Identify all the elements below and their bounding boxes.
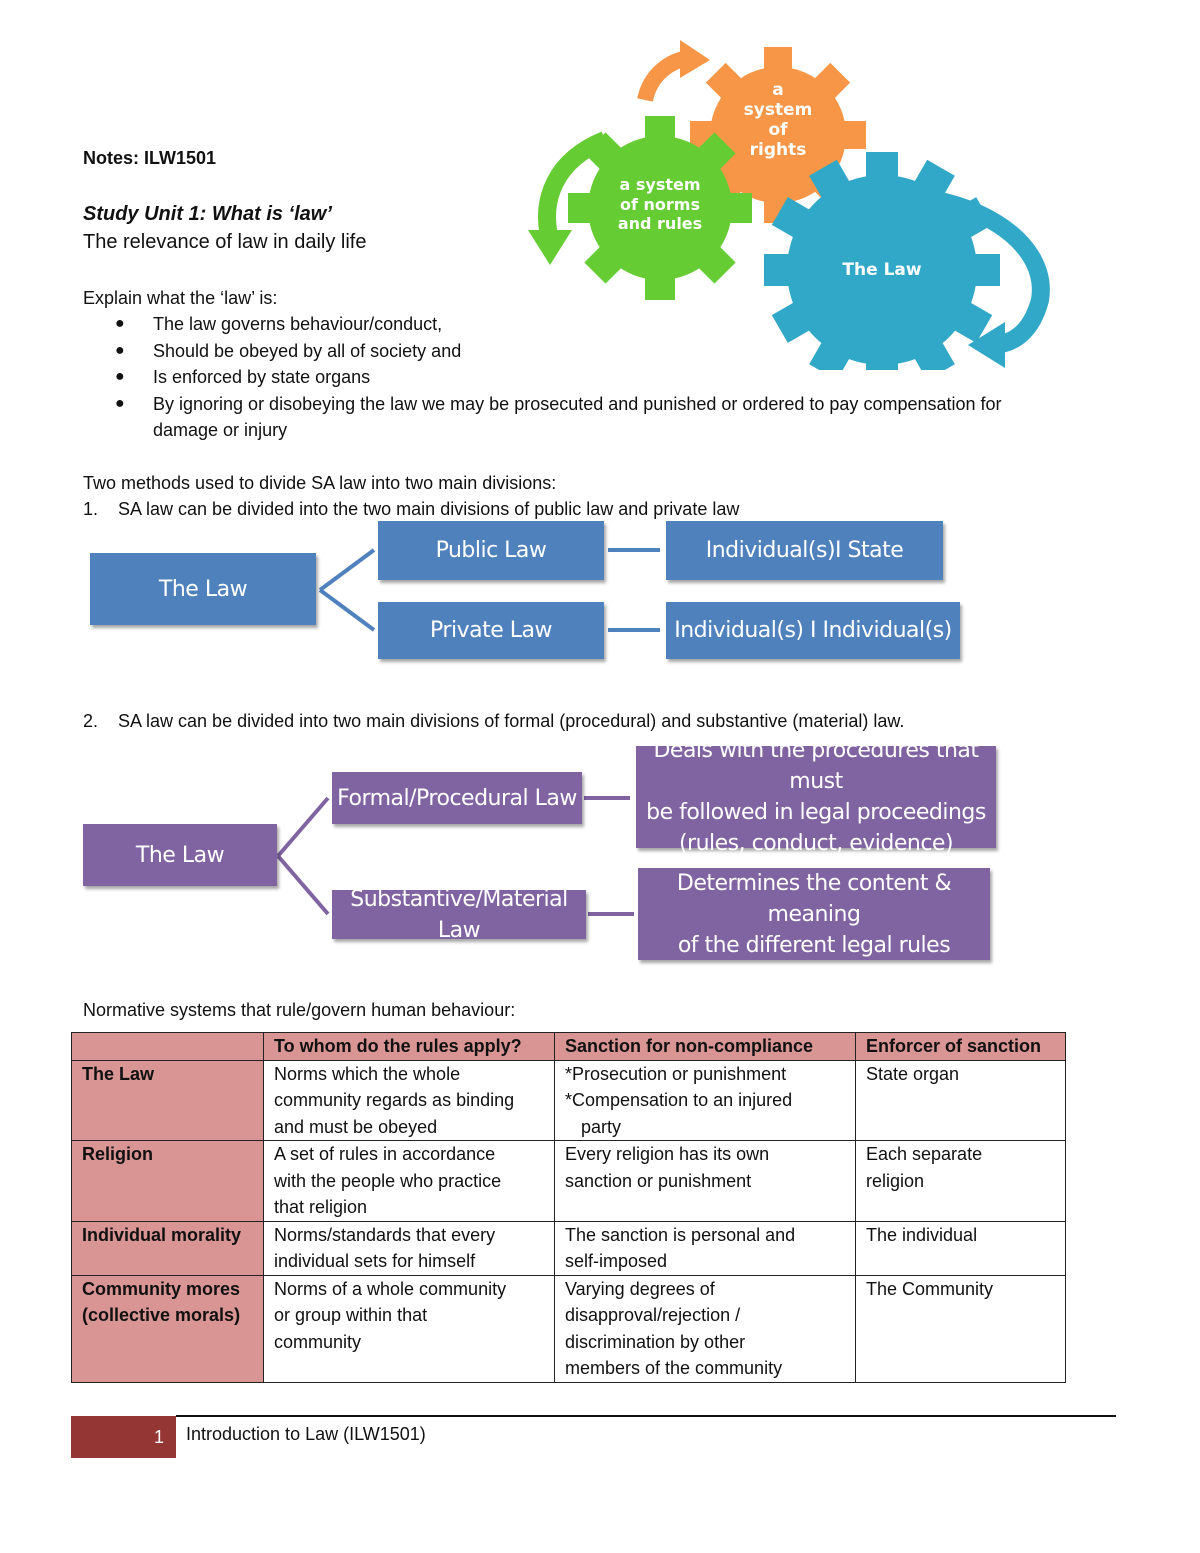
method-1-text: SA law can be divided into the two main … — [118, 499, 740, 519]
table-header-cell: To whom do the rules apply? — [263, 1032, 555, 1061]
law-gears-illustration: a system of rights a system of norms and… — [528, 40, 1050, 370]
table-row: The Law Norms which the whole community … — [71, 1059, 1066, 1141]
table-header-row: To whom do the rules apply? Sanction for… — [71, 1032, 1066, 1061]
table-cell: A set of rules in accordance with the pe… — [263, 1140, 555, 1222]
table-cell: Varying degrees of disapproval/rejection… — [554, 1274, 856, 1383]
row-header-cell: Individual morality — [71, 1220, 264, 1276]
orange-gear-line-1: a — [772, 80, 783, 100]
formal-description-box: Deals with the procedures that must be f… — [636, 738, 996, 856]
diagram-1-root-box: The Law — [90, 553, 316, 625]
table-row: Religion A set of rules in accordance wi… — [71, 1140, 1066, 1222]
notes-title: Notes: ILW1501 — [83, 148, 217, 168]
bullet-icon: ● — [115, 341, 125, 359]
private-relationship-box: Individual(s) I Individual(s) — [666, 602, 960, 659]
diagram-2-root-box: The Law — [83, 824, 277, 886]
table-cell: Each separate religion — [855, 1140, 1066, 1222]
list-item: ●The law governs behaviour/conduct, — [115, 311, 1113, 338]
table-cell: Every religion has its own sanction or p… — [554, 1140, 856, 1222]
subtitle: The relevance of law in daily life — [83, 231, 367, 253]
table-cell: Norms of a whole community or group with… — [263, 1274, 555, 1383]
normative-systems-table: To whom do the rules apply? Sanction for… — [71, 1032, 1066, 1383]
list-item: ●Should be obeyed by all of society and — [115, 338, 1113, 365]
study-unit-title: Study Unit 1: What is ‘law’ — [83, 203, 332, 225]
public-relationship-box: Individual(s)I State — [666, 521, 943, 580]
method-2-number: 2. — [83, 711, 99, 731]
methods-intro: Two methods used to divide SA law into t… — [83, 473, 557, 493]
orange-gear-line-3: of — [768, 120, 788, 140]
public-law-box: Public Law — [378, 521, 604, 580]
row-header-cell: Community mores (collective morals) — [71, 1274, 264, 1383]
green-gear-line-3: and rules — [618, 214, 702, 233]
table-header-cell: Enforcer of sanction — [855, 1032, 1066, 1061]
bullet-icon: ● — [115, 394, 125, 412]
normative-intro: Normative systems that rule/govern human… — [83, 1000, 516, 1020]
blue-gear-label: The Law — [842, 260, 921, 280]
orange-gear-line-4: rights — [750, 140, 807, 160]
green-gear: a system of norms and rules — [568, 116, 752, 300]
orange-arrowhead — [680, 40, 710, 78]
row-header-cell: The Law — [71, 1059, 264, 1141]
diagram-1-connectors — [318, 548, 660, 632]
page-number: 1 — [71, 1416, 176, 1458]
bullet-icon: ● — [115, 315, 125, 332]
method-2-text: SA law can be divided into two main divi… — [118, 711, 905, 731]
table-cell: The individual — [855, 1220, 1066, 1276]
green-arrow — [538, 131, 609, 243]
substantive-law-box: Substantive/Material Law — [332, 887, 586, 943]
green-gear-line-1: a system — [619, 175, 700, 194]
table-cell: The sanction is personal and self-impose… — [554, 1220, 856, 1276]
footer-rule — [176, 1415, 1116, 1417]
green-arrowhead — [528, 230, 572, 265]
footer-text: Introduction to Law (ILW1501) — [186, 1424, 426, 1444]
table-cell: Norms which the whole community regards … — [263, 1059, 555, 1141]
explain-intro: Explain what the ‘law’ is: — [83, 288, 278, 308]
blue-gear: The Law — [764, 152, 1000, 370]
private-law-box: Private Law — [378, 602, 604, 659]
table-row: Individual morality Norms/standards that… — [71, 1220, 1066, 1276]
bullet-icon: ● — [115, 368, 125, 385]
blue-arrowhead — [968, 322, 1005, 368]
green-gear-line-2: of norms — [620, 195, 700, 214]
table-row: Community mores (collective morals) Norm… — [71, 1274, 1066, 1383]
list-item: ●Is enforced by state organs — [115, 364, 1113, 391]
substantive-description-box: Determines the content & meaning of the … — [638, 868, 990, 960]
table-cell: The Community — [855, 1274, 1066, 1383]
method-1-number: 1. — [83, 499, 99, 519]
table-cell: *Prosecution or punishment *Compensation… — [554, 1059, 856, 1141]
list-item: ●By ignoring or disobeying the law we ma… — [115, 391, 1113, 444]
orange-gear-line-2: system — [744, 100, 813, 120]
diagram-2-connectors — [276, 796, 634, 916]
table-cell: State organ — [855, 1059, 1066, 1141]
table-header-cell: Sanction for non-compliance — [554, 1032, 856, 1061]
formal-law-box: Formal/Procedural Law — [332, 772, 582, 824]
row-header-cell: Religion — [71, 1140, 264, 1222]
table-cell: Norms/standards that every individual se… — [263, 1220, 555, 1276]
table-header-cell — [71, 1032, 264, 1061]
law-bullet-list: ●The law governs behaviour/conduct, ●Sho… — [115, 311, 1113, 444]
